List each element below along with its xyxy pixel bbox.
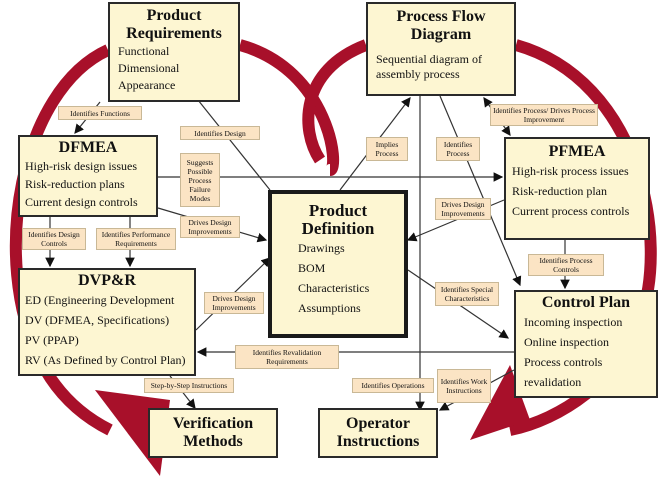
process-flow-box: Process Flow Diagram Sequential diagram … (366, 2, 516, 96)
label-identifies-revalidation: Identifies Revalidation Requirements (235, 345, 339, 369)
box-title: Control Plan (541, 294, 631, 311)
box-item: High-risk design issues (25, 159, 137, 173)
box-item: ED (Engineering Development (25, 293, 175, 307)
box-item: Functional (118, 44, 170, 58)
box-item: Assumptions (298, 301, 361, 315)
label-drives-design-1: Drives Design Improvements (180, 216, 240, 238)
label-identifies-process-drives: Identifies Process/ Drives Process Impro… (490, 104, 598, 126)
box-item: Incoming inspection (524, 315, 623, 329)
box-item: RV (As Defined by Control Plan) (25, 353, 186, 367)
label-identifies-process: Identifies Process (436, 137, 480, 161)
label-drives-design-3: Drives Design Improvements (435, 198, 491, 220)
label-identifies-design: Identifies Design (180, 126, 260, 140)
box-item: Process controls (524, 355, 603, 369)
operator-instructions-box: Operator Instructions (318, 408, 438, 458)
label-identifies-performance: Identifies Performance Requirements (96, 228, 176, 250)
box-item: Risk-reduction plan (512, 184, 607, 198)
label-step-by-step: Step-by-Step Instructions (144, 378, 234, 393)
pfmea-box: PFMEA High-risk process issues Risk-redu… (504, 137, 650, 240)
box-item: Characteristics (298, 281, 370, 295)
product-requirements-box: Product Requirements Functional Dimensio… (108, 2, 240, 102)
control-plan-box: Control Plan Incoming inspection Online … (514, 290, 658, 398)
box-title: Verification Methods (172, 415, 254, 450)
box-title: Product Requirements (126, 7, 222, 42)
box-item: Drawings (298, 241, 345, 255)
label-identifies-operations: Identifies Operations (352, 378, 434, 393)
label-identifies-functions: Identifies Functions (58, 106, 142, 120)
box-item: revalidation (524, 375, 582, 389)
box-title: DFMEA (58, 139, 118, 156)
box-item: Appearance (118, 78, 176, 92)
box-title: DVP&R (78, 272, 136, 289)
box-item: PV (PPAP) (25, 333, 79, 347)
label-drives-design-2: Drives Design Improvements (204, 292, 264, 314)
box-item: High-risk process issues (512, 164, 629, 178)
dvpr-box: DVP&R ED (Engineering Development DV (DF… (18, 268, 196, 376)
label-identifies-design-controls: Identifies Design Controls (22, 228, 86, 250)
label-identifies-special: Identifies Special Characteristics (435, 282, 499, 306)
box-title: Process Flow Diagram (396, 8, 486, 43)
label-identifies-process-controls: Identifies Process Controls (528, 254, 604, 276)
box-item: Dimensional (118, 61, 180, 75)
label-implies-process: Implies Process (366, 137, 408, 161)
box-title: PFMEA (548, 143, 606, 160)
product-definition-box: Product Definition Drawings BOM Characte… (268, 190, 408, 338)
box-title: Product Definition (301, 201, 375, 238)
box-item: Sequential diagram of assembly process (376, 52, 482, 81)
box-item: Current design controls (25, 195, 138, 209)
box-item: Risk-reduction plans (25, 177, 125, 191)
verification-methods-box: Verification Methods (148, 408, 278, 458)
dfmea-box: DFMEA High-risk design issues Risk-reduc… (18, 135, 158, 217)
label-suggests-failure-modes: Suggests Possible Process Failure Modes (180, 153, 220, 207)
box-item: Online inspection (524, 335, 609, 349)
box-item: BOM (298, 261, 326, 275)
label-identifies-work: Identifies Work Instructions (437, 369, 491, 403)
box-item: DV (DFMEA, Specifications) (25, 313, 170, 327)
box-item: Current process controls (512, 204, 630, 218)
box-title: Operator Instructions (336, 415, 420, 450)
